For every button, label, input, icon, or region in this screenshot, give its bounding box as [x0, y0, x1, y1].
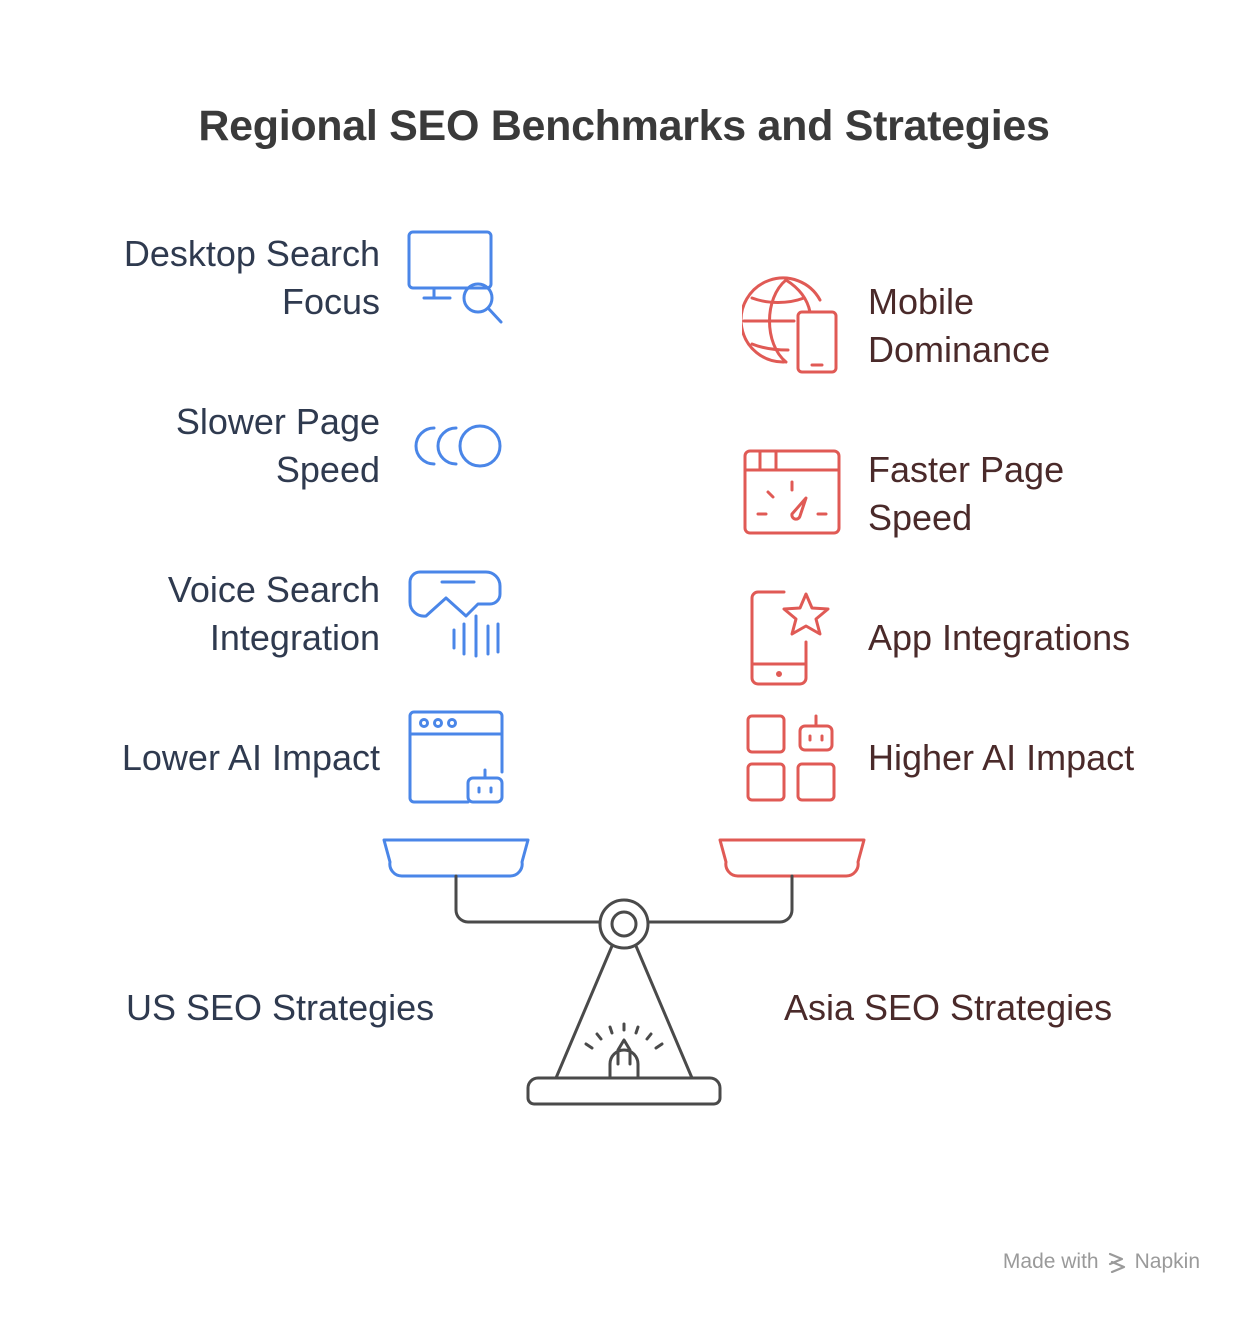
- us-item-slower-speed: Slower Page Speed: [40, 398, 380, 494]
- asia-item-faster-speed: Faster Page Speed: [868, 446, 1228, 542]
- desktop-search-icon: [404, 228, 508, 328]
- us-heading: US SEO Strategies: [126, 984, 434, 1032]
- scale-base: [528, 1078, 720, 1104]
- footer-credit: Made with Napkin: [1003, 1250, 1200, 1274]
- asia-item-mobile-dominance: Mobile Dominance: [868, 278, 1228, 374]
- globe-mobile-icon: [742, 276, 842, 376]
- balance-scale: [370, 830, 880, 1120]
- speedometer-browser-icon: [742, 448, 842, 536]
- asia-item-higher-ai: Higher AI Impact: [868, 734, 1228, 782]
- page-title: Regional SEO Benchmarks and Strategies: [0, 102, 1248, 151]
- us-item-voice-search: Voice Search Integration: [40, 566, 380, 662]
- phone-star-icon: [748, 588, 838, 688]
- us-item-desktop-search: Desktop Search Focus: [40, 230, 380, 326]
- browser-robot-icon: [406, 710, 506, 808]
- asia-item-app-integrations: App Integrations: [868, 614, 1228, 662]
- grid-robot-icon: [744, 710, 840, 806]
- asia-heading: Asia SEO Strategies: [784, 984, 1112, 1032]
- us-item-lower-ai: Lower AI Impact: [40, 734, 380, 782]
- left-pan: [384, 840, 528, 876]
- voice-search-icon: [406, 568, 506, 660]
- right-pan: [720, 840, 864, 876]
- napkin-logo-icon: [1107, 1251, 1127, 1273]
- napkin-brand-text: Napkin: [1135, 1250, 1200, 1274]
- made-with-text: Made with: [1003, 1250, 1099, 1274]
- slow-circles-icon: [406, 420, 506, 472]
